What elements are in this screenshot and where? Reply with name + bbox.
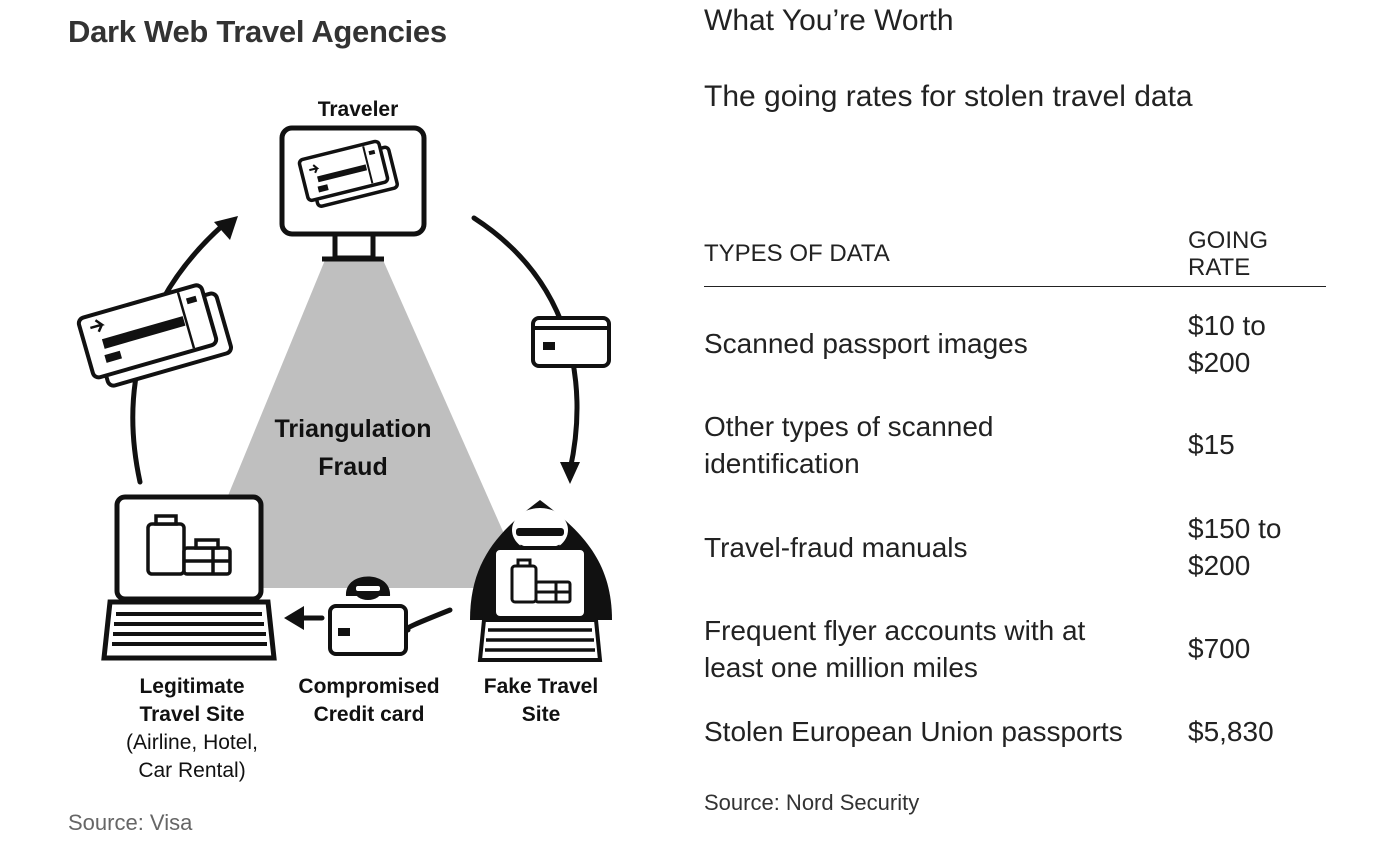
hooded-hacker-icon bbox=[470, 500, 612, 662]
legit-label-sub1: (Airline, Hotel, bbox=[126, 731, 258, 754]
laptop-icon bbox=[101, 494, 277, 661]
arrowhead-icon bbox=[560, 462, 580, 484]
label-triangulation-fraud: Triangulation Fraud bbox=[248, 410, 458, 486]
row-2-type: Other types of scanned identification bbox=[704, 408, 994, 482]
laptop-icon bbox=[477, 546, 603, 662]
fake-label-line2: Site bbox=[521, 703, 561, 726]
row-1-type: Scanned passport images bbox=[704, 325, 1028, 362]
plane-ticket-icon bbox=[297, 139, 399, 208]
row-2-type-line1: Other types of scanned bbox=[704, 411, 994, 442]
computer-monitor-icon bbox=[279, 125, 427, 262]
center-label-line2: Fraud bbox=[318, 453, 388, 481]
header-going-rate: GOING RATE bbox=[1188, 227, 1268, 281]
row-5-type: Stolen European Union passports bbox=[704, 713, 1123, 750]
fake-label-line1: Fake Travel bbox=[483, 675, 599, 698]
row-3-type: Travel-fraud manuals bbox=[704, 529, 968, 566]
legit-label-line1: Legitimate bbox=[139, 675, 245, 698]
arrow-fake-to-legit bbox=[403, 607, 453, 633]
plane-ticket-icon bbox=[76, 283, 234, 388]
row-3-rate: $150 to $200 bbox=[1188, 510, 1281, 584]
row-3-rate-line2: $200 bbox=[1188, 550, 1251, 581]
row-5-type-line1: Stolen European Union passports bbox=[704, 716, 1123, 747]
row-5-rate: $5,830 bbox=[1188, 713, 1274, 750]
row-4-type-line1: Frequent flyer accounts with at bbox=[704, 615, 1086, 646]
arrowhead-icon bbox=[284, 606, 304, 630]
label-fake-travel-site: Fake Travel Site bbox=[470, 673, 612, 729]
row-2-type-line2: identification bbox=[704, 448, 860, 479]
label-traveler: Traveler bbox=[317, 98, 399, 121]
row-1-rate-line2: $200 bbox=[1188, 347, 1251, 378]
arrowhead-icon bbox=[214, 216, 238, 240]
header-rate-line1: GOING bbox=[1188, 227, 1269, 254]
credit-card-icon bbox=[531, 316, 611, 368]
header-types-of-data: TYPES OF DATA bbox=[704, 240, 890, 267]
row-3-type-line1: Travel-fraud manuals bbox=[704, 532, 968, 563]
hooded-hacker-icon bbox=[328, 576, 408, 656]
label-legitimate-travel-site: Legitimate Travel Site (Airline, Hotel, … bbox=[102, 673, 282, 785]
table-subtitle: The going rates for stolen travel data bbox=[704, 80, 1193, 113]
left-source: Source: Visa bbox=[68, 810, 193, 835]
header-rule bbox=[704, 286, 1326, 287]
row-1-rate: $10 to $200 bbox=[1188, 307, 1266, 381]
label-compromised-credit-card: Compromised Credit card bbox=[286, 673, 452, 729]
luggage-icon bbox=[510, 558, 572, 604]
row-4-rate-line1: $700 bbox=[1188, 633, 1251, 664]
row-5-rate-line1: $5,830 bbox=[1188, 716, 1274, 747]
triangulation-fraud-diagram bbox=[76, 125, 612, 662]
card-label-line1: Compromised bbox=[298, 675, 440, 698]
legit-label-line2: Travel Site bbox=[139, 703, 245, 726]
fraud-triangle bbox=[190, 260, 528, 588]
row-1-type-line1: Scanned passport images bbox=[704, 328, 1028, 359]
row-1-rate-line1: $10 to bbox=[1188, 310, 1266, 341]
row-2-rate: $15 bbox=[1188, 426, 1235, 463]
arrow-heads bbox=[214, 216, 580, 630]
center-label-line1: Triangulation bbox=[274, 415, 432, 443]
luggage-icon bbox=[146, 514, 232, 576]
row-4-type: Frequent flyer accounts with at least on… bbox=[704, 612, 1085, 686]
row-4-type-line2: least one million miles bbox=[704, 652, 978, 683]
row-2-rate-line1: $15 bbox=[1188, 429, 1235, 460]
row-4-rate: $700 bbox=[1188, 630, 1250, 667]
card-label-line2: Credit card bbox=[313, 703, 425, 726]
right-source: Source: Nord Security bbox=[704, 790, 920, 815]
diagram-title: Dark Web Travel Agencies bbox=[68, 14, 447, 49]
legit-label-sub2: Car Rental) bbox=[138, 759, 246, 782]
table-title: What You’re Worth bbox=[704, 4, 954, 37]
header-rate-line2: RATE bbox=[1188, 254, 1251, 281]
row-3-rate-line1: $150 to bbox=[1188, 513, 1282, 544]
